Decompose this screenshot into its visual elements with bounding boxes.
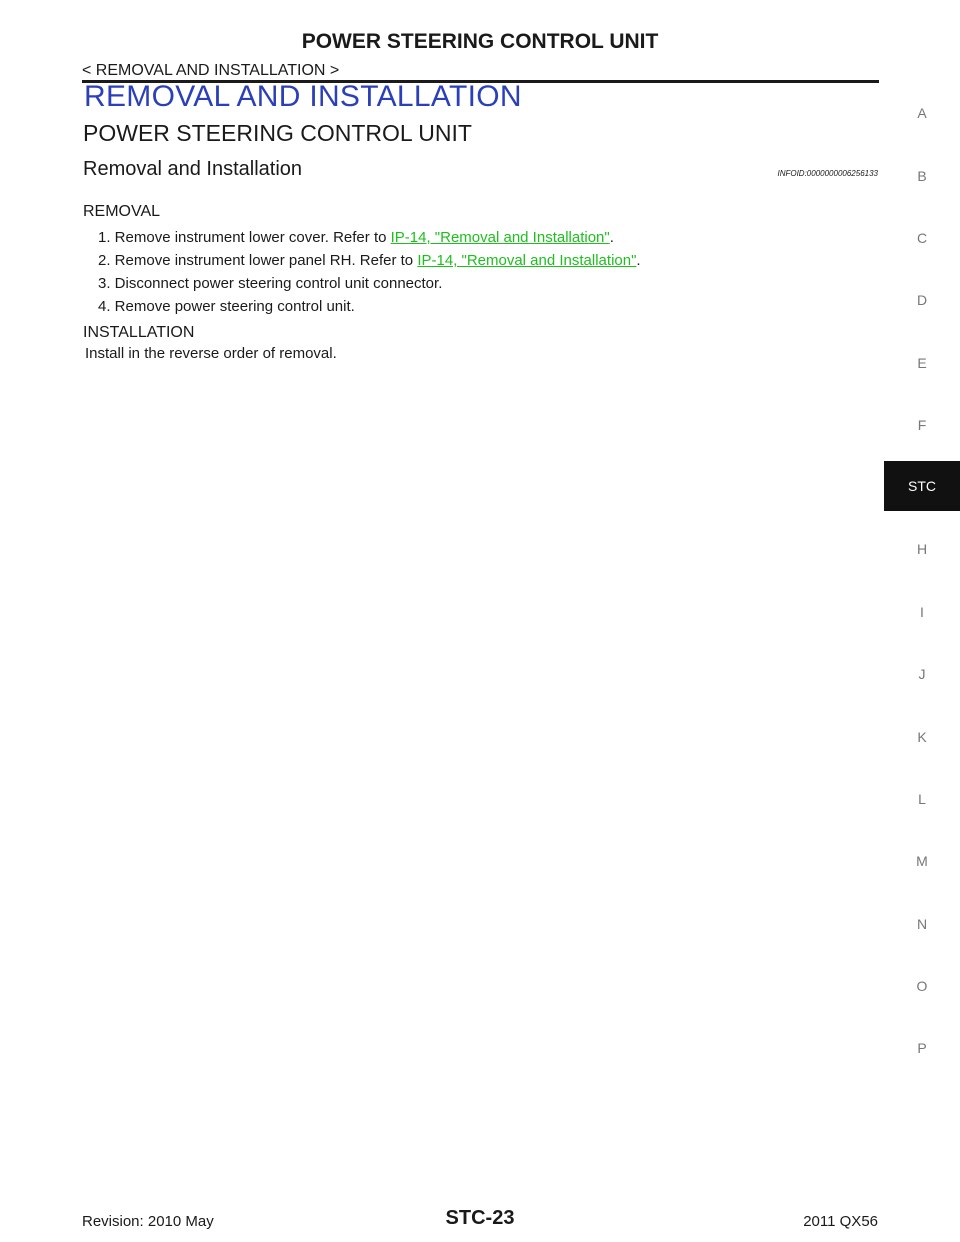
tab-e[interactable]: E [917, 355, 927, 371]
step-link[interactable]: IP-14, "Removal and Installation" [390, 229, 610, 246]
step-suffix: . [609, 229, 614, 246]
tab-p[interactable]: P [917, 1040, 927, 1056]
subsection-title: POWER STEERING CONTROL UNIT [83, 120, 472, 146]
tab-j[interactable]: J [918, 666, 926, 682]
list-item: 4. Remove power steering control unit. [98, 298, 641, 321]
infoid-label: INFOID:0000000006256133 [777, 169, 878, 178]
installation-text: Install in the reverse order of removal. [85, 345, 337, 362]
section-title: REMOVAL AND INSTALLATION [84, 80, 522, 113]
tab-f[interactable]: F [917, 417, 927, 433]
list-item: 2. Remove instrument lower panel RH. Ref… [98, 252, 641, 275]
step-link[interactable]: IP-14, "Removal and Installation" [417, 252, 637, 269]
list-item: 3. Disconnect power steering control uni… [98, 275, 641, 298]
topic-title: Removal and Installation [83, 158, 303, 180]
tab-k[interactable]: K [917, 729, 927, 745]
tab-b[interactable]: B [917, 168, 927, 184]
tab-n[interactable]: N [916, 916, 928, 932]
tab-l[interactable]: L [918, 791, 926, 807]
tab-a[interactable]: A [917, 105, 927, 121]
step-text: 1. Remove instrument lower cover. Refer … [98, 229, 391, 246]
step-suffix: . [636, 252, 641, 269]
tab-d[interactable]: D [916, 292, 928, 308]
tab-c[interactable]: C [916, 230, 928, 246]
page-number: STC-23 [445, 1207, 515, 1229]
tab-i[interactable]: I [920, 604, 924, 620]
tab-m[interactable]: M [916, 853, 928, 869]
page-header-title: POWER STEERING CONTROL UNIT [301, 30, 659, 53]
step-text: 2. Remove instrument lower panel RH. Ref… [98, 252, 418, 269]
removal-steps: 1. Remove instrument lower cover. Refer … [98, 229, 641, 321]
revision-label: Revision: 2010 May [82, 1213, 214, 1230]
installation-heading: INSTALLATION [83, 324, 195, 341]
step-text: 3. Disconnect power steering control uni… [98, 275, 443, 292]
list-item: 1. Remove instrument lower cover. Refer … [98, 229, 641, 252]
tab-h[interactable]: H [916, 541, 928, 557]
tab-o[interactable]: O [916, 978, 928, 994]
removal-heading: REMOVAL [83, 203, 161, 220]
header-rule [82, 80, 879, 83]
tab-stc[interactable]: STC [884, 461, 960, 511]
model-label: 2011 QX56 [803, 1213, 878, 1230]
breadcrumb: < REMOVAL AND INSTALLATION > [82, 62, 340, 79]
step-text: 4. Remove power steering control unit. [98, 298, 355, 315]
